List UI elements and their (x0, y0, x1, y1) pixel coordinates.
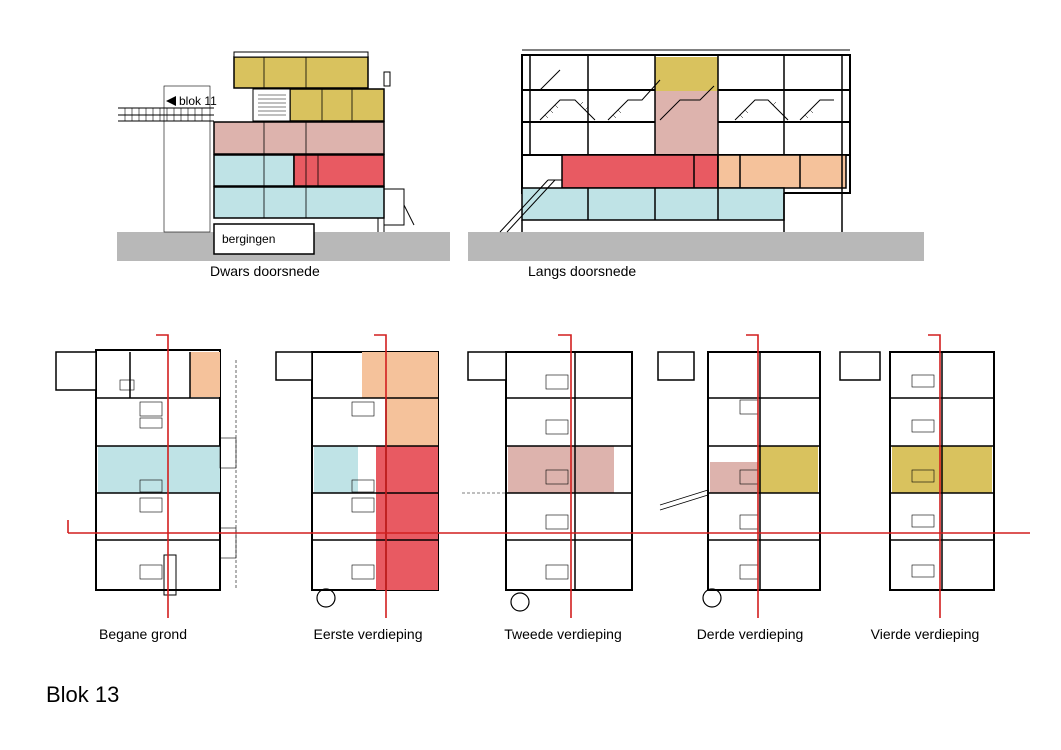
floorplan-derde (657, 351, 821, 608)
floor-cyan-first (213, 154, 295, 187)
floorplan-tweede (462, 351, 633, 612)
floor-pink-second (213, 121, 385, 155)
floorplan-eerste (275, 351, 439, 608)
unit-orange-langs (717, 154, 847, 189)
unit-pink-langs (655, 91, 718, 154)
bergingen-label: bergingen (222, 232, 276, 246)
unit-yellow-langs-top (655, 57, 718, 90)
floor-yellow-fourth (233, 56, 369, 89)
longitudinal-section (468, 49, 924, 261)
dwars-doorsnede-caption: Dwars doorsnede (210, 263, 320, 279)
floor-yellow-third (289, 88, 385, 122)
floor-red-first (293, 154, 385, 187)
unit-cyan-langs (521, 187, 785, 221)
roof-top (233, 51, 369, 58)
floorplan-begane (55, 349, 237, 596)
stair-third (252, 88, 291, 122)
bergingen-box (213, 223, 315, 255)
section-cut-lines (67, 334, 1030, 618)
floorplan-vierde (839, 351, 995, 591)
page-title: Blok 13 (46, 682, 120, 707)
floorplan-caption-tweede: Tweede verdieping (504, 626, 622, 642)
floor-cyan-ground (213, 186, 385, 219)
arrow-left-icon (166, 96, 176, 106)
floorplan-caption-begane: Begane grond (99, 626, 187, 642)
ground-block-langs (468, 232, 924, 261)
walkway-bridge (118, 85, 214, 233)
langs-doorsnede-caption: Langs doorsnede (528, 263, 637, 279)
blok11-label: blok 11 (179, 94, 217, 108)
floorplan-caption-derde: Derde verdieping (696, 626, 804, 642)
floorplan-caption-eerste: Eerste verdieping (313, 626, 423, 642)
unit-red-langs (561, 154, 719, 189)
floorplan-caption-vierde: Vierde verdieping (870, 626, 980, 642)
cross-section (117, 51, 450, 261)
